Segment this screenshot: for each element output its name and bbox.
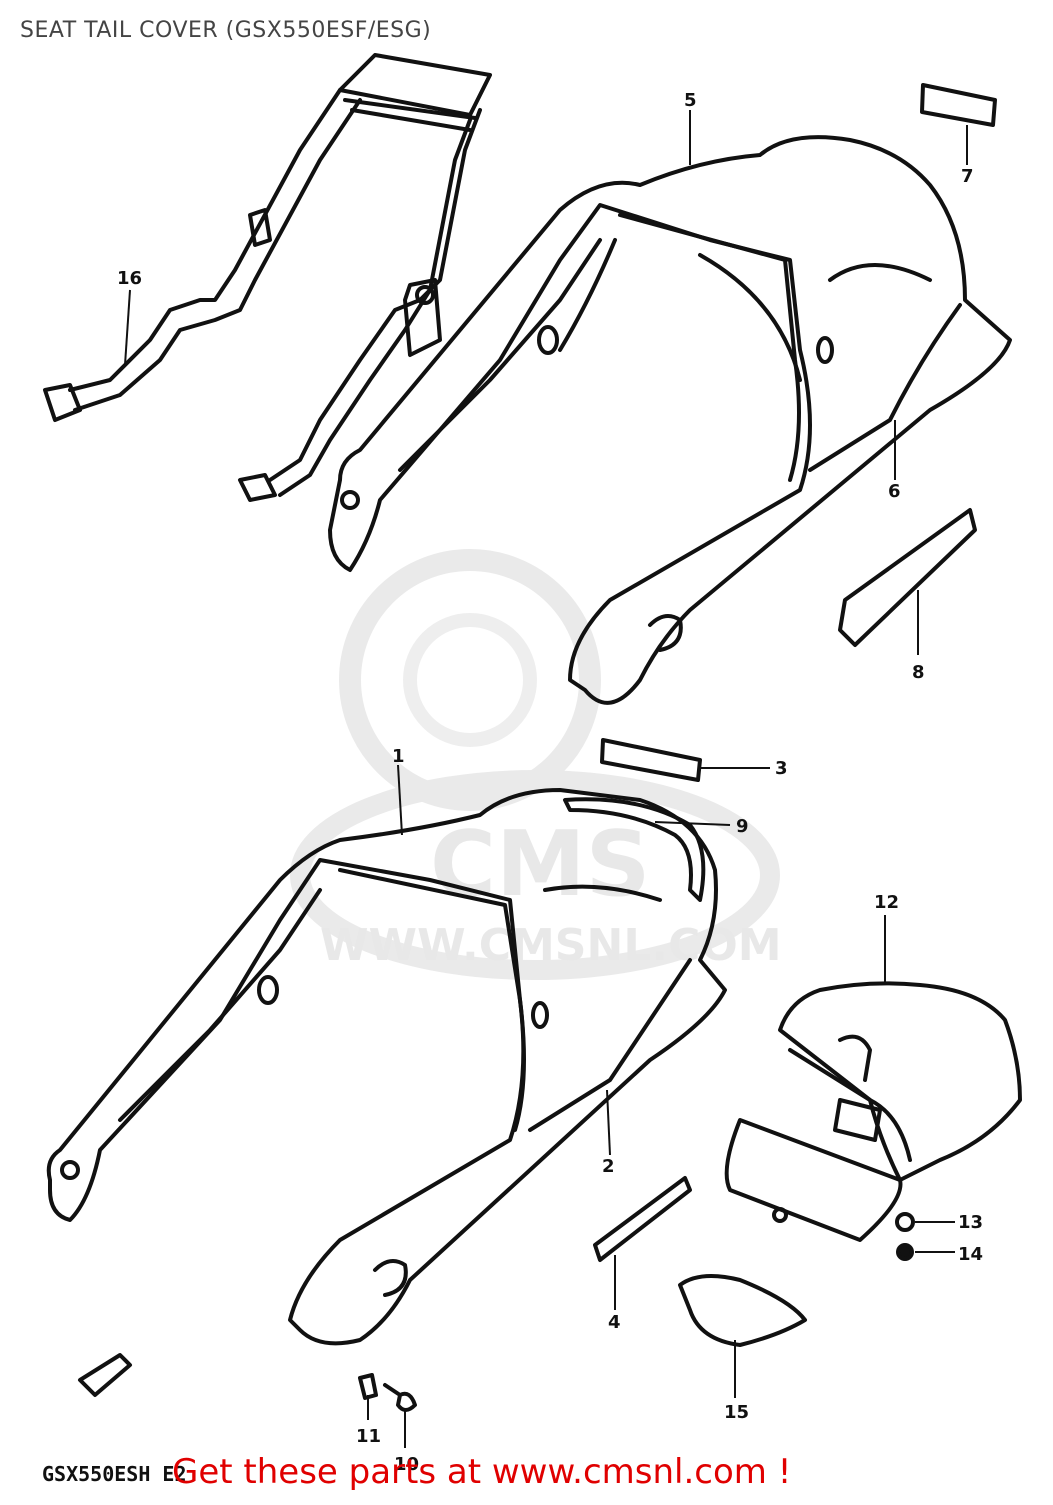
callout-11: 11 [356, 1426, 381, 1447]
callout-15: 15 [724, 1402, 749, 1423]
front-arrow-icon [78, 1353, 132, 1397]
callout-13: 13 [958, 1212, 983, 1233]
callout-labels: 16 5 7 6 8 3 1 9 12 2 13 14 4 15 11 10 [117, 90, 983, 1475]
decal-part-8 [838, 508, 977, 647]
callout-8: 8 [912, 662, 925, 683]
callout-16: 16 [117, 268, 142, 289]
callout-1: 1 [392, 746, 405, 767]
lamp-cover-part-15 [678, 1274, 807, 1347]
nut-part-14 [896, 1243, 914, 1261]
cover-strip-part-9 [563, 797, 706, 902]
emblem-part-3 [600, 738, 702, 782]
grab-rail-part-16 [43, 53, 492, 502]
cms-watermark: CMS WWW.CMSNL.COM [290, 549, 782, 980]
model-code-label: GSX550ESH E2 [42, 1462, 187, 1486]
screw-part-10 [383, 1383, 417, 1412]
decal-part-4 [593, 1176, 692, 1262]
callout-12: 12 [874, 892, 899, 913]
callout-6: 6 [888, 481, 901, 502]
washer-part-13 [895, 1212, 915, 1232]
leader-lines [124, 110, 968, 1448]
callout-4: 4 [608, 1312, 621, 1333]
upper-tail-cover-part-5 [328, 135, 1012, 705]
tail-light-housing-part-12 [724, 981, 1022, 1242]
callout-7: 7 [961, 166, 974, 187]
watermark-logo: CMS [430, 812, 650, 917]
callout-10: 10 [394, 1454, 419, 1475]
callout-3: 3 [775, 758, 788, 779]
callout-2: 2 [602, 1156, 615, 1177]
emblem-part-7 [920, 83, 997, 127]
callout-5: 5 [684, 90, 697, 111]
diagram-title: SEAT TAIL COVER (GSX550ESF/ESG) [20, 18, 432, 43]
cushion-part-11 [358, 1373, 378, 1400]
callout-9: 9 [736, 816, 749, 837]
callout-14: 14 [958, 1244, 983, 1265]
promo-link-text[interactable]: Get these parts at www.cmsnl.com ! [172, 1452, 792, 1492]
